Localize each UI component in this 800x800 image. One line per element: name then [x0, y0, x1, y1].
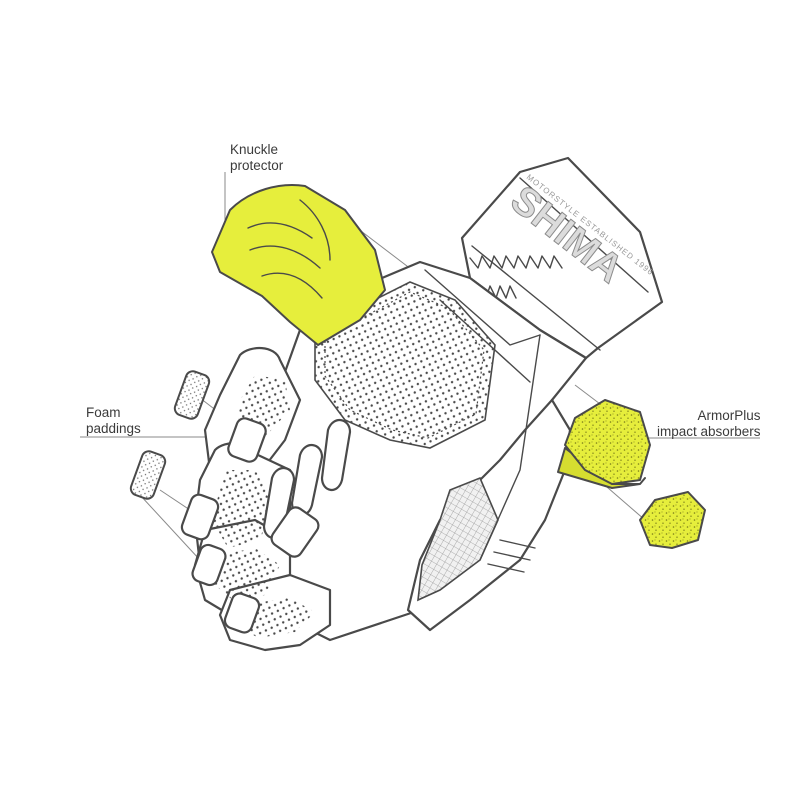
- finger-pad-4: [270, 506, 320, 558]
- knuckle-perforation-zone: [314, 281, 496, 449]
- finger-perforation-2: [212, 470, 275, 548]
- knuckle-protector-shape: [211, 184, 386, 346]
- armorplus-absorbers: [557, 399, 706, 549]
- foam-paddings: [129, 370, 211, 500]
- finger-pad-3: [191, 543, 227, 587]
- foam-pad-lower: [129, 450, 167, 500]
- finger-pad-5: [223, 592, 261, 634]
- armor-label-line1: ArmorPlus: [697, 408, 761, 423]
- armor-pad-lower: [639, 491, 706, 549]
- knuckle-label-line1: Knuckle: [230, 142, 279, 157]
- knuckle-protector-label: Knuckle protector: [230, 142, 283, 174]
- finger-perforation-3: [215, 548, 280, 602]
- armor-pad-upper: [564, 399, 651, 485]
- foam-label-line2: paddings: [86, 421, 141, 436]
- glove-illustration: SHIMA MOTORSTYLE ESTABLISHED 1996: [180, 156, 664, 652]
- foam-leader-lower: [139, 494, 201, 561]
- knuckle-label-line2: protector: [230, 158, 284, 173]
- foam-paddings-label: Foam paddings: [86, 405, 141, 437]
- armor-label-line2: impact absorbers: [657, 424, 761, 439]
- foam-label-line1: Foam: [86, 405, 121, 420]
- finger-pad-2: [180, 493, 220, 541]
- finger-pad-1: [227, 417, 267, 463]
- thumb-mesh-panel: [417, 476, 499, 602]
- foam-pad-upper: [173, 370, 211, 420]
- knuckle-protector: [211, 184, 386, 346]
- armorplus-label: ArmorPlus impact absorbers: [657, 408, 761, 440]
- cuff-zigzag-1: [469, 255, 563, 269]
- finger-rib-1: [320, 419, 352, 491]
